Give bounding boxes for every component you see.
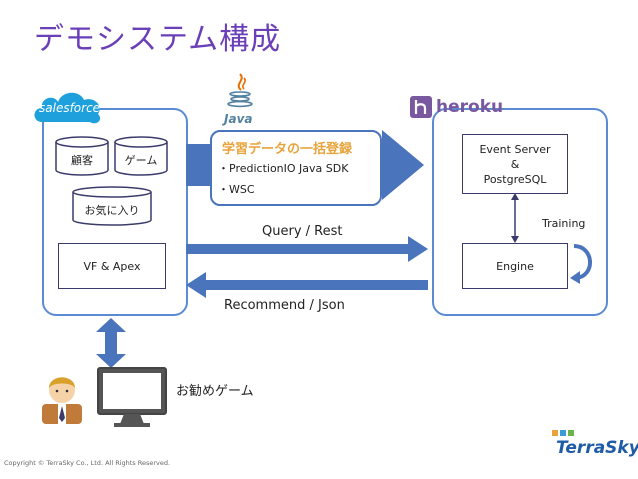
salesforce-logo-text: salesforce [39,101,101,115]
recommend-arrow-icon [186,272,428,298]
db-game-icon [114,136,168,176]
vertical-connector-icon [511,193,519,243]
bulk-registration-heading: 学習データの一括登録 [222,142,353,157]
heroku-logo-icon [410,96,432,118]
db-favorites-label: お気に入り [84,204,140,217]
bulk-item-sdk: ・PredictionIO Java SDK [218,162,349,175]
event-server-line3: PostgreSQL [483,172,547,186]
copyright-text: Copyright © TerraSky Co., Ltd. All Right… [4,459,171,467]
recommended-games-label: お勧めゲーム [176,384,254,399]
java-logo-icon [227,73,253,108]
salesforce-logo-icon [34,92,101,124]
query-arrow-icon [186,236,428,262]
event-server-line2: & [510,157,520,171]
event-server-box: Event Server & PostgreSQL [462,134,568,194]
db-favorites-icon [72,186,152,226]
heroku-logo-text: heroku [436,97,504,117]
db-customer-icon [55,136,109,176]
vf-apex-box: VF & Apex [58,243,166,289]
bulk-item-wsc: ・WSC [218,183,255,196]
training-loop-icon [570,244,592,284]
page-title: デモシステム構成 [34,22,282,57]
engine-box: Engine [462,243,568,289]
terrasky-logo-icon [552,430,574,436]
query-rest-label: Query / Rest [262,224,343,239]
event-server-line1: Event Server [479,142,551,156]
user-avatar-icon [42,377,82,424]
java-logo-text: Java [224,112,253,126]
user-sync-arrow-icon [96,318,126,368]
terrasky-logo-text: TerraSky [556,438,638,458]
training-label: Training [542,217,586,230]
bulk-registration-box [210,130,382,206]
monitor-icon [97,367,167,427]
recommend-json-label: Recommend / Json [224,298,345,313]
db-game-label: ゲーム [124,154,158,167]
db-customer-label: 顧客 [71,154,93,167]
